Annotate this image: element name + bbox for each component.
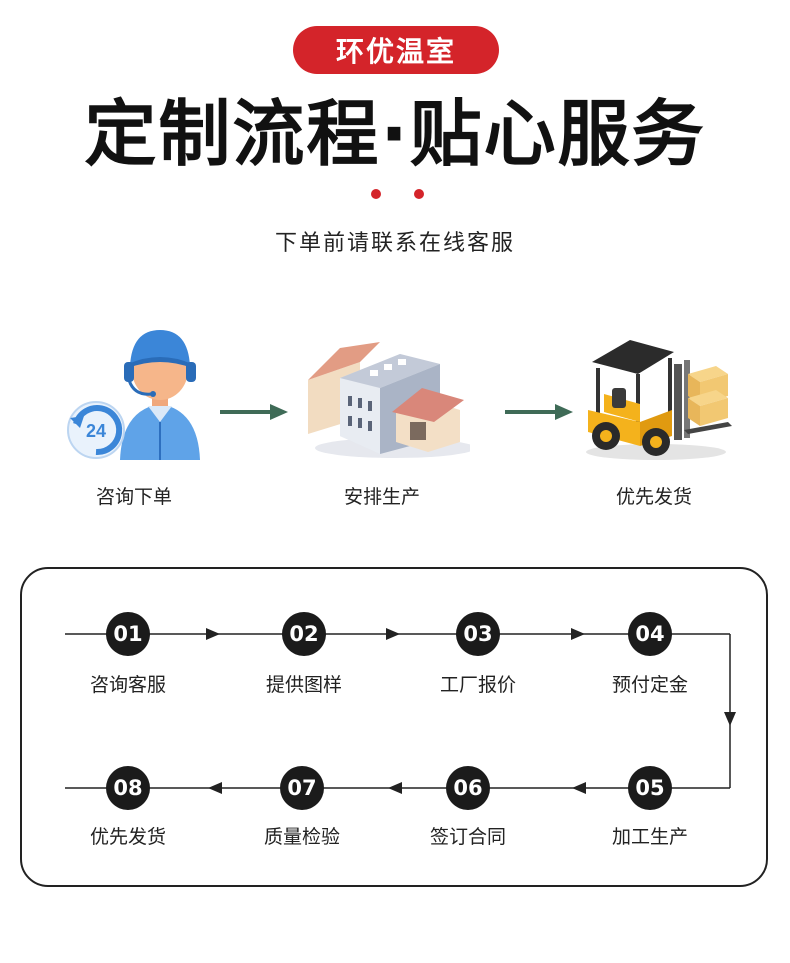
flow-step-label: 预付定金 bbox=[611, 674, 688, 696]
flow-step-number: 01 bbox=[106, 612, 150, 656]
flow-panel bbox=[20, 567, 768, 887]
flow-step-label: 加工生产 bbox=[611, 826, 688, 848]
brand-badge: 环优温室 bbox=[293, 26, 499, 74]
page-title: 定制流程·贴心服务 bbox=[84, 92, 706, 176]
forklift-icon bbox=[578, 318, 748, 468]
factory-icon bbox=[300, 318, 475, 468]
flow-step-label: 提供图样 bbox=[265, 674, 342, 696]
process-step-label: 安排生产 bbox=[343, 486, 420, 508]
decorative-dot bbox=[371, 189, 381, 199]
flow-step-label: 签订合同 bbox=[429, 826, 506, 848]
process-step-label: 优先发货 bbox=[615, 486, 692, 508]
flow-step-number: 05 bbox=[628, 766, 672, 810]
flow-step-label: 咨询客服 bbox=[89, 674, 166, 696]
flow-step-number: 02 bbox=[282, 612, 326, 656]
arrow-right-icon bbox=[220, 402, 290, 422]
badge-24: 24 bbox=[86, 421, 106, 441]
flow-step-label: 工厂报价 bbox=[439, 674, 516, 696]
flow-step-number: 04 bbox=[628, 612, 672, 656]
customer-service-icon: 24 bbox=[60, 318, 230, 468]
flow-step-label: 优先发货 bbox=[89, 826, 166, 848]
flow-step-number: 08 bbox=[106, 766, 150, 810]
flow-step-number: 07 bbox=[280, 766, 324, 810]
page-subtitle: 下单前请联系在线客服 bbox=[274, 231, 515, 256]
decorative-dot bbox=[414, 189, 424, 199]
arrow-right-icon bbox=[505, 402, 575, 422]
flow-step-number: 06 bbox=[446, 766, 490, 810]
process-step-label: 咨询下单 bbox=[95, 486, 172, 508]
flow-step-number: 03 bbox=[456, 612, 500, 656]
flow-step-label: 质量检验 bbox=[263, 826, 340, 848]
